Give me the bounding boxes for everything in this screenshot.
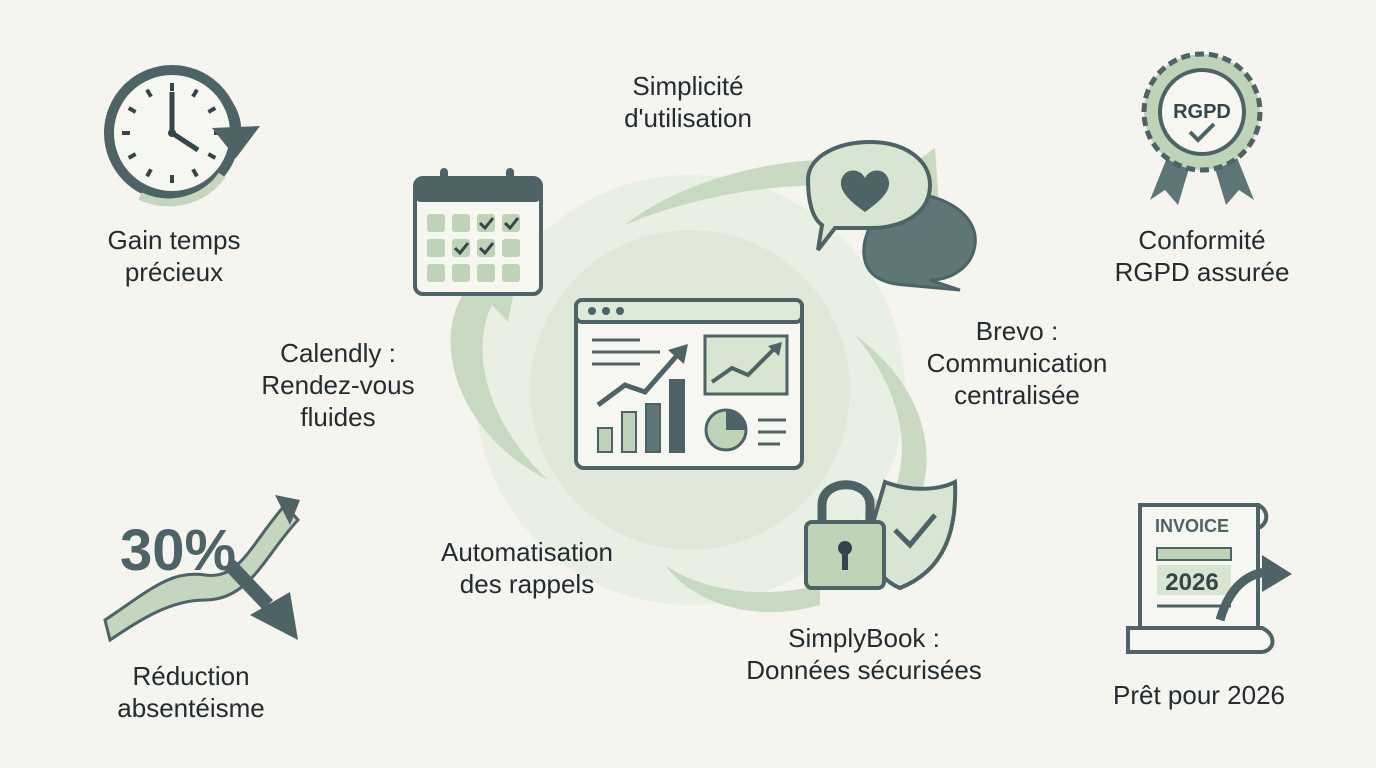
label-line: Brevo : — [975, 316, 1059, 346]
clock-tick — [145, 168, 153, 178]
calendar-cell — [427, 214, 445, 232]
calendar-cell — [477, 264, 495, 282]
chart-arrows-icon: 30% — [103, 495, 301, 643]
label-rgpd: Conformité RGPD assurée — [1115, 224, 1290, 288]
label-line: absentéisme — [117, 693, 265, 723]
calendar-cell — [502, 264, 520, 282]
label-simplybook: SimplyBook : Données sécurisées — [746, 622, 982, 686]
clock-tick — [127, 152, 137, 160]
label-line: Prêt pour 2026 — [1112, 680, 1286, 710]
label-line: SimplyBook : — [788, 623, 940, 653]
calendar-cell — [452, 264, 470, 282]
label-line: Automatisation — [441, 537, 613, 567]
label-automatisation: Automatisation des rappels — [441, 536, 613, 600]
label-calendly: Calendly : Rendez-vous fluides — [261, 337, 414, 433]
dashboard-icon — [574, 298, 804, 470]
label-line: des rappels — [459, 569, 595, 599]
label-line: d'utilisation — [624, 103, 752, 133]
calendar-cell — [502, 214, 520, 232]
clock-tick — [127, 106, 137, 114]
label-line: RGPD assurée — [1114, 257, 1290, 287]
label-line: Rendez-vous — [261, 370, 415, 400]
clock-tick — [145, 88, 153, 98]
calendar-icon — [413, 168, 543, 296]
clock-tick — [207, 152, 217, 160]
calendar-cell — [477, 239, 495, 257]
rgpd-badge-icon: RGPD — [1141, 51, 1263, 205]
calendar-cell — [452, 239, 470, 257]
invoice-icon: INVOICE 2026 — [1126, 503, 1292, 654]
label-reduction: Réduction absentéisme — [117, 660, 264, 724]
calendar-cell — [427, 239, 445, 257]
label-line: Conformité — [1138, 225, 1266, 255]
calendar-cell — [477, 214, 495, 232]
calendar-check — [453, 242, 470, 256]
calendar-check — [478, 217, 495, 231]
clock-tick — [191, 88, 199, 98]
label-line: Communication — [926, 348, 1108, 378]
label-brevo: Brevo : Communication centralisée — [927, 315, 1108, 411]
label-line: Calendly : — [280, 338, 396, 368]
label-simplicite: Simplicité d'utilisation — [624, 70, 752, 134]
label-line: Gain temps — [107, 225, 241, 255]
calendar-check — [503, 217, 520, 231]
clock-tick — [191, 168, 199, 178]
invoice-year: 2026 — [1165, 569, 1218, 596]
lock-shield-icon — [804, 478, 958, 591]
calendar-check — [478, 242, 495, 256]
badge-text: RGPD — [1173, 101, 1231, 123]
label-line: Simplicité — [632, 71, 744, 101]
label-line: Réduction — [132, 661, 250, 691]
arrow-left — [450, 258, 548, 480]
label-gain-temps: Gain temps précieux — [108, 224, 241, 288]
clock-icon — [104, 65, 260, 207]
clock-tick — [207, 106, 217, 114]
label-pret: Prêt pour 2026 — [1113, 679, 1285, 711]
chat-heart-icon — [805, 139, 977, 292]
calendar-cell — [452, 214, 470, 232]
percent-text: 30% — [120, 518, 236, 583]
arrow-bottom — [665, 565, 820, 613]
label-line: fluides — [300, 402, 376, 432]
label-line: Données sécurisées — [746, 655, 982, 685]
label-line: centralisée — [954, 380, 1080, 410]
label-line: précieux — [124, 257, 224, 287]
invoice-title: INVOICE — [1155, 516, 1229, 536]
calendar-cell — [427, 264, 445, 282]
calendar-cell — [502, 239, 520, 257]
